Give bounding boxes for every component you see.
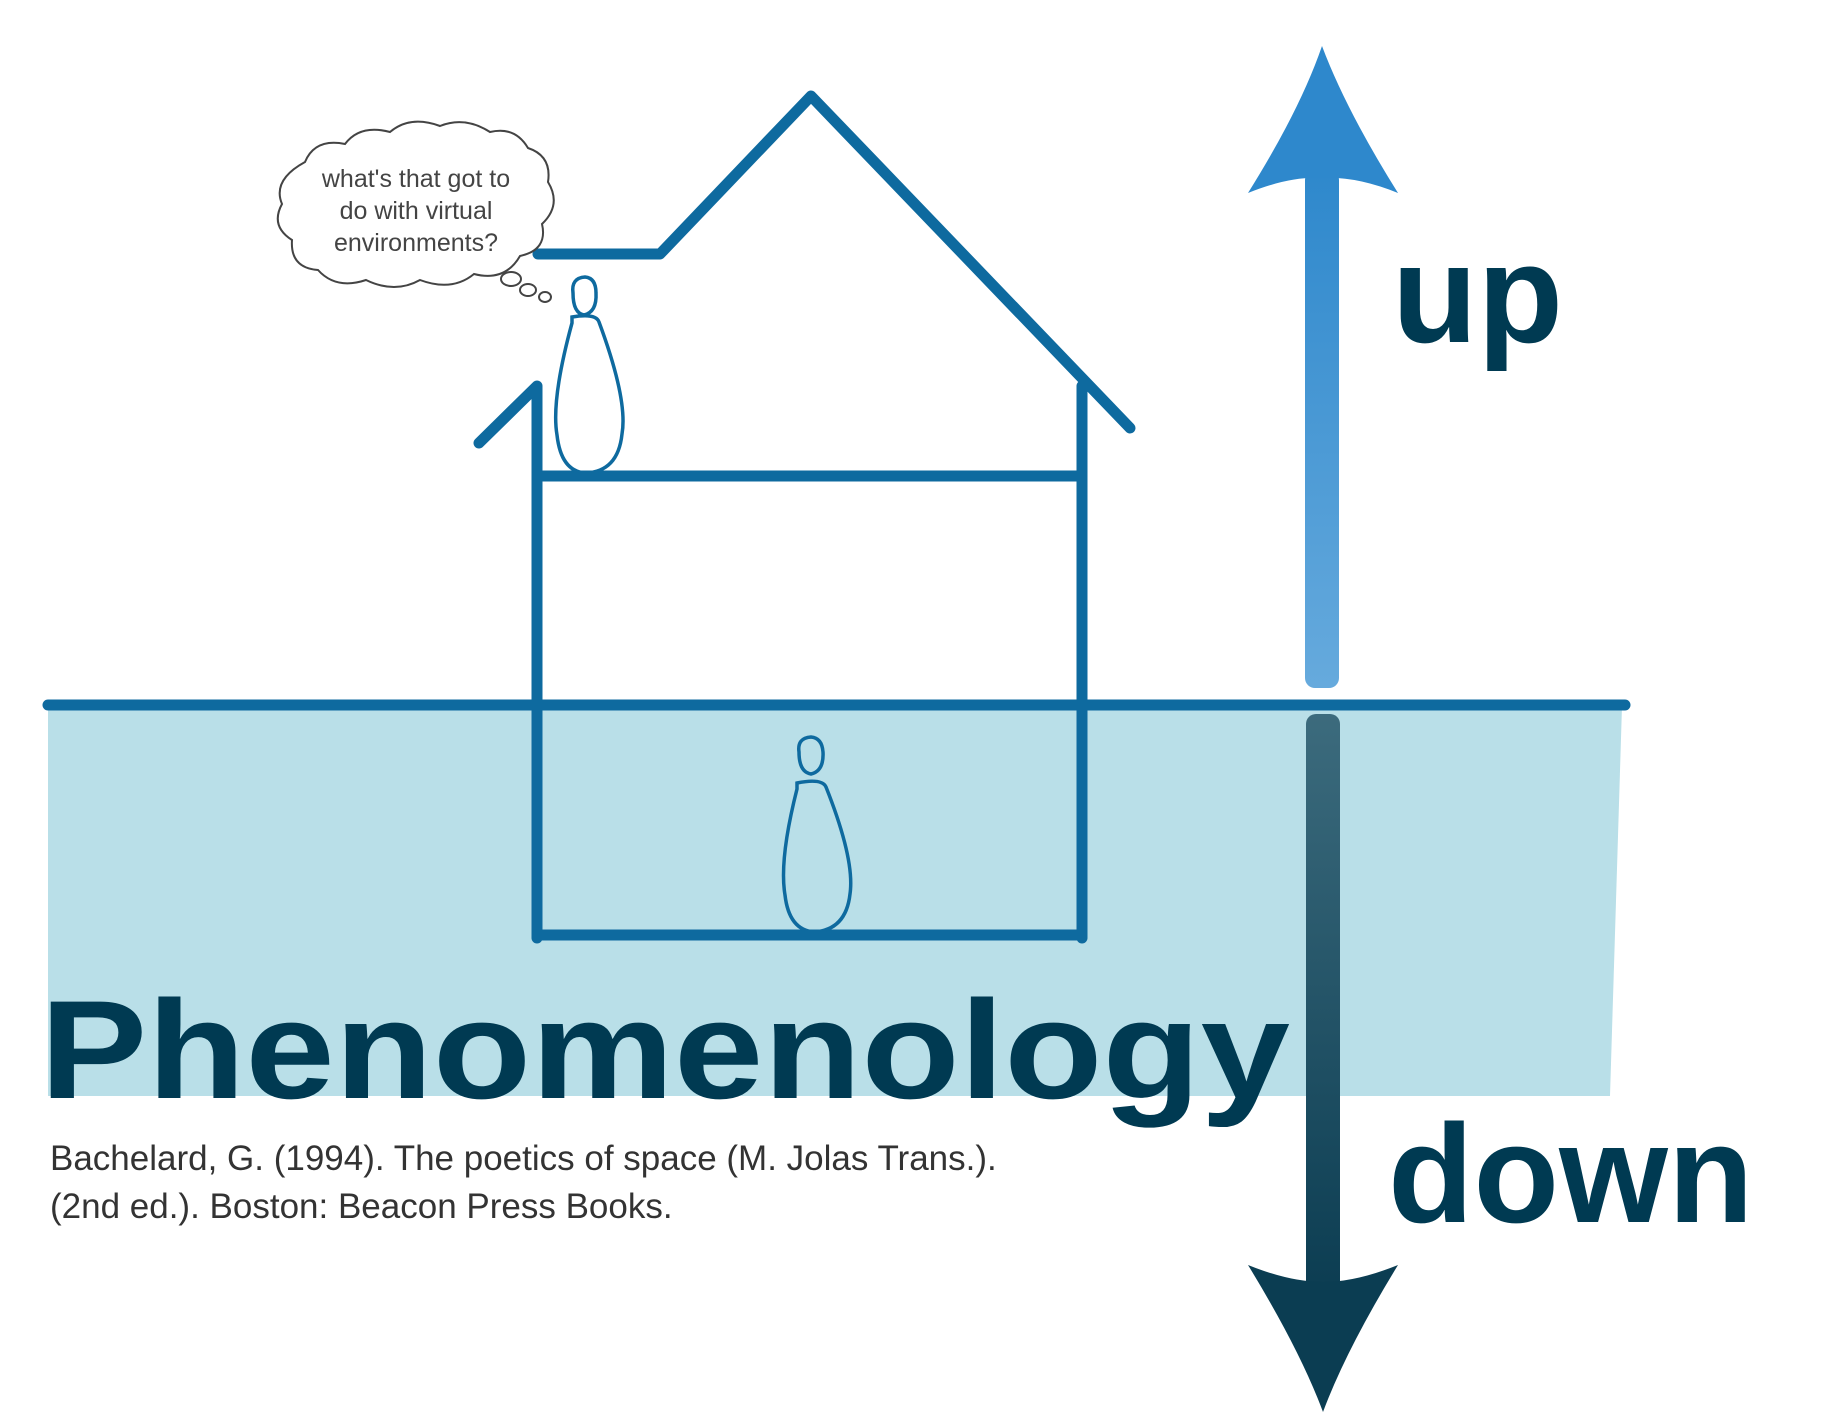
thought-dot-small — [538, 291, 552, 303]
thought-line-3: environments? — [334, 229, 498, 257]
citation-line-2: (2nd ed.). Boston: Beacon Press Books. — [50, 1187, 673, 1226]
down-label: down — [1388, 1095, 1753, 1252]
thought-dot-large — [500, 271, 522, 287]
up-label: up — [1392, 215, 1563, 372]
thought-line-2: do with virtual — [340, 197, 493, 225]
thought-dot-medium — [519, 283, 537, 297]
thought-bubble-cloud — [276, 120, 555, 288]
house-roof — [532, 90, 1136, 434]
house-chimney-corner — [473, 380, 543, 478]
upper-person-head — [571, 275, 598, 317]
thought-bubble: what's that got to do with virtual envir… — [276, 120, 555, 303]
up-arrow-head — [1248, 46, 1398, 193]
basement-person-body — [781, 779, 853, 934]
up-arrow-shaft — [1305, 170, 1339, 688]
down-arrow-shaft — [1306, 714, 1340, 1304]
down-arrow — [1248, 714, 1398, 1412]
upper-person-figure — [553, 275, 625, 475]
page-title: Phenomenology — [40, 971, 1290, 1128]
citation-line-1: Bachelard, G. (1994). The poetics of spa… — [50, 1139, 997, 1178]
basement-person-figure — [781, 735, 853, 934]
thought-line-1: what's that got to — [321, 165, 510, 193]
down-arrow-head — [1248, 1265, 1398, 1412]
underground-region — [48, 706, 1622, 1096]
basement-person-head — [797, 735, 825, 776]
up-arrow — [1248, 46, 1398, 688]
upper-person-body — [553, 314, 625, 475]
